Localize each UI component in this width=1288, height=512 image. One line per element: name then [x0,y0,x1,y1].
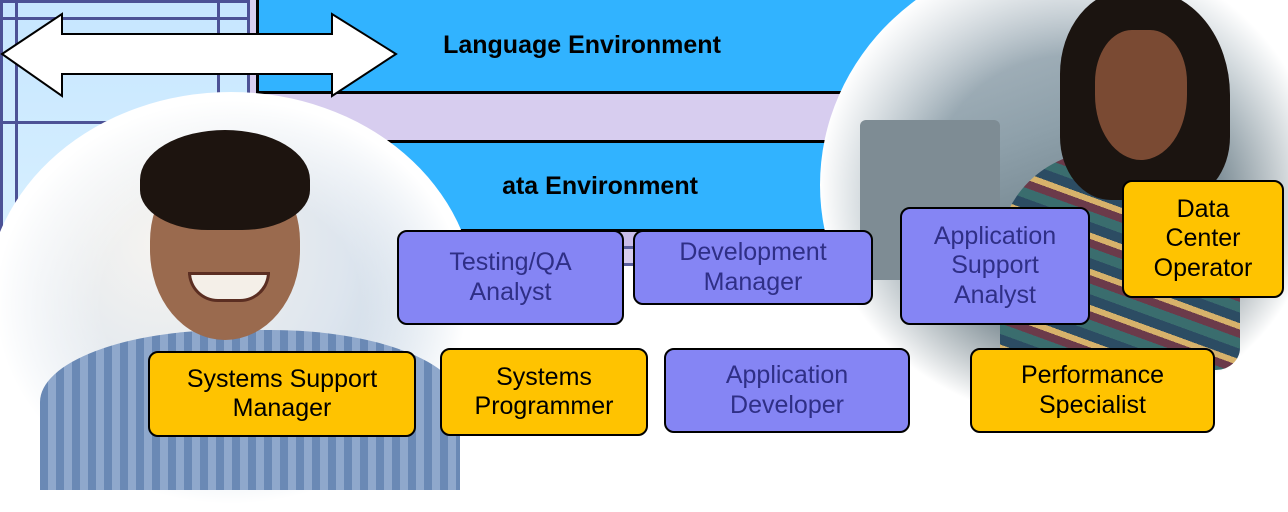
role-line: Analyst [469,277,552,306]
role-line: Specialist [1039,390,1146,419]
language-environment-label: Language Environment [443,30,721,59]
role-line: Manager [703,267,803,296]
role-testing-qa-analyst: Testing/QA Analyst [397,230,624,325]
role-line: Application [933,221,1057,250]
role-line: Programmer [474,392,614,420]
woman-face-shape [1095,30,1187,160]
role-application-developer: Application Developer [664,348,910,433]
role-data-center-operator: Data Center Operator [1122,180,1284,298]
role-line: Support [951,251,1039,280]
data-environment-label: ata Environment [502,171,698,200]
role-systems-programmer: Systems Programmer [440,348,648,436]
role-systems-support-manager: Systems Support Manager [148,351,416,437]
double-arrow-icon [0,12,398,98]
role-line: Manager [232,394,332,422]
role-line: Application [725,361,849,389]
role-performance-specialist: Performance Specialist [970,348,1215,433]
role-line: Data [1176,194,1230,223]
role-application-support-analyst: Application Support Analyst [900,207,1090,325]
role-line: Systems [496,362,592,391]
man-hair-shape [140,130,310,230]
role-line: Operator [1153,253,1253,282]
role-development-manager: Development Manager [633,230,873,305]
role-line: Performance [1020,361,1165,389]
role-line: Development [679,238,827,266]
role-line: Testing/QA [449,248,572,276]
role-line: Developer [730,390,844,419]
role-line: Systems Support [186,364,378,393]
role-line: Center [1165,224,1241,253]
role-line: Analyst [954,280,1036,309]
